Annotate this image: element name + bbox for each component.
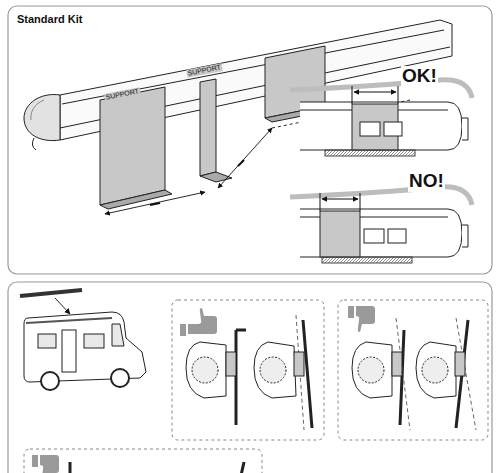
mounting-bracket — [200, 79, 216, 176]
no-detail — [320, 211, 360, 257]
awning-section — [186, 342, 226, 398]
thumb-icon — [180, 308, 217, 336]
thumb-icon — [348, 306, 375, 332]
motorhome — [24, 312, 146, 382]
ok-detail — [290, 80, 472, 98]
no-detail — [388, 229, 406, 243]
awning-section — [416, 342, 456, 398]
panel-frame — [8, 6, 492, 473]
no-detail — [322, 257, 412, 263]
awning-section — [192, 357, 218, 383]
thumb-icon — [32, 306, 375, 473]
motorhome — [111, 369, 129, 387]
ok-detail — [352, 86, 353, 104]
motorhome — [20, 290, 82, 296]
panel-heading: Standard Kit — [17, 13, 82, 25]
dimension-line — [105, 100, 410, 214]
ok-detail — [354, 92, 396, 93]
status-text: NO! — [408, 171, 445, 192]
awning-section — [422, 357, 448, 383]
dashed-box — [24, 449, 262, 473]
ok-detail — [325, 150, 415, 156]
dimension-line — [238, 160, 244, 166]
no-detail — [462, 225, 468, 247]
awning-section — [352, 342, 392, 398]
awning-section — [456, 318, 476, 430]
dimension-line — [218, 128, 272, 188]
dashed-box — [338, 300, 488, 440]
ok-detail — [398, 86, 399, 104]
status-text: OK! — [401, 66, 438, 87]
no-detail — [290, 187, 472, 263]
awning-cassette — [62, 30, 444, 104]
motorhome — [55, 298, 70, 314]
no-detail — [360, 193, 361, 211]
no-detail — [320, 193, 321, 211]
ok-detail — [290, 80, 472, 156]
awning-cassette — [32, 138, 36, 150]
ok-detail — [300, 102, 462, 150]
no-detail — [300, 209, 462, 257]
motorhome — [84, 334, 104, 348]
awning-section — [358, 357, 384, 383]
awning-section — [254, 342, 296, 398]
no-detail — [364, 229, 384, 243]
mounting-bracket — [100, 87, 165, 205]
mounting-bracket — [100, 46, 332, 209]
dashed-box — [24, 300, 488, 473]
awning-section — [455, 352, 465, 376]
awning-section — [235, 330, 238, 425]
awning-section — [240, 462, 244, 473]
ok-detail — [384, 122, 402, 136]
awning-cassette — [24, 95, 60, 141]
thumb-icon — [32, 455, 59, 473]
awning-section — [392, 352, 402, 376]
motorhome — [20, 290, 146, 390]
awning-section — [236, 329, 246, 332]
awning-section — [69, 462, 72, 473]
awning-section — [70, 315, 476, 473]
awning-cassette — [31, 100, 44, 120]
motorhome — [26, 318, 112, 323]
motorhome — [112, 324, 124, 346]
panel-frame — [8, 6, 492, 274]
motorhome — [38, 334, 56, 348]
no-detail — [322, 199, 358, 200]
ok-detail — [462, 118, 468, 140]
ok-detail — [360, 122, 380, 136]
awning-section — [226, 352, 236, 376]
awning-section — [294, 352, 304, 376]
motorhome — [41, 372, 59, 390]
dimension-line — [105, 192, 205, 214]
mounting-bracket — [200, 172, 232, 182]
panel-frame — [8, 282, 492, 473]
dimension-line — [150, 203, 160, 205]
motorhome — [62, 330, 76, 372]
mounting-bracket — [100, 190, 172, 209]
awning-section — [260, 357, 286, 383]
dashed-box — [172, 300, 324, 440]
